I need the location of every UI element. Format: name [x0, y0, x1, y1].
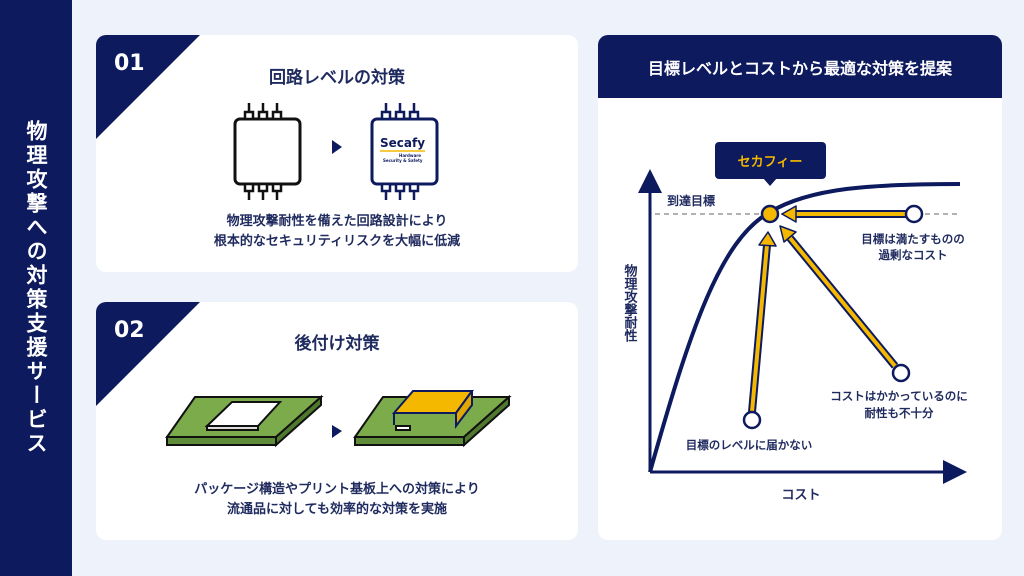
sidebar-title: 物理攻撃への対策支援サービス — [24, 120, 48, 456]
note-insufficient-2: 耐性も不十分 — [865, 406, 934, 420]
board-illustration — [165, 390, 512, 448]
secafy-logo: Secafy — [380, 136, 425, 150]
secafy-bubble: セカフィー — [715, 142, 826, 186]
x-axis-label: コスト — [781, 488, 820, 503]
note-excess-2: 過剰なコスト — [878, 248, 948, 262]
corner-badge — [96, 35, 200, 139]
card-description: パッケージ構造やプリント基板上への対策により流通品に対しても効率的な対策を実施 — [96, 480, 578, 520]
card-retrofit: 02 後付け対策 パッケージ構造やプリント基板上への対策により流通品に対しても効… — [96, 302, 578, 540]
arrow-right-icon — [332, 425, 342, 438]
target-label: 到達目標 — [667, 193, 715, 208]
note-insufficient-1: コストはかかっているのに — [830, 389, 967, 403]
plain-chip-icon — [233, 103, 302, 200]
resistance-curve — [648, 182, 961, 473]
arrow-from-excess-cost — [781, 205, 906, 223]
card-number: 02 — [114, 318, 145, 343]
arrow-from-below-target — [748, 231, 777, 413]
arrows — [748, 205, 906, 413]
card-circuit-level: 01 回路レベルの対策 Secafy Hardware Security & S… — [96, 35, 578, 272]
note-below-target: 目標のレベルに届かない — [686, 438, 813, 452]
sidebar: 物理攻撃への対策支援サービス — [0, 0, 72, 576]
card-title: 後付け対策 — [294, 334, 380, 354]
card-number: 01 — [114, 51, 145, 76]
desc-line: 根本的なセキュリティリスクを大幅に低減 — [213, 234, 461, 249]
card-title: 回路レベルの対策 — [269, 68, 405, 88]
y-axis-label: 物理攻撃耐性 — [622, 263, 638, 342]
excess-cost-point — [904, 204, 924, 224]
arrow-right-icon — [332, 140, 342, 154]
logo-sub: Security & Safety — [383, 158, 423, 163]
bubble-label: セカフィー — [738, 155, 803, 170]
desc-line: 物理攻撃耐性を備えた回路設計により — [226, 214, 448, 229]
desc-line: パッケージ構造やプリント基板上への対策により — [194, 482, 480, 497]
logo-sub: Hardware — [399, 153, 421, 158]
arrow-from-insufficient — [779, 225, 899, 369]
chart-header: 目標レベルとコストから最適な対策を提案 — [598, 35, 1002, 98]
chip-illustration: Secafy Hardware Security & Safety — [233, 103, 439, 200]
corner-badge — [96, 302, 200, 406]
insufficient-point — [891, 363, 911, 383]
pcb-protected-icon — [353, 390, 512, 448]
card-description: 物理攻撃耐性を備えた回路設計により根本的なセキュリティリスクを大幅に低減 — [96, 212, 578, 252]
desc-line: 流通品に対しても効率的な対策を実施 — [227, 502, 447, 517]
pcb-plain-icon — [165, 394, 324, 448]
note-excess-1: 目標は満たすものの — [861, 232, 965, 246]
below-target-point — [742, 410, 762, 430]
optimal-point — [760, 204, 780, 224]
card-cost-chart: 目標レベルとコストから最適な対策を提案 — [598, 35, 1002, 540]
